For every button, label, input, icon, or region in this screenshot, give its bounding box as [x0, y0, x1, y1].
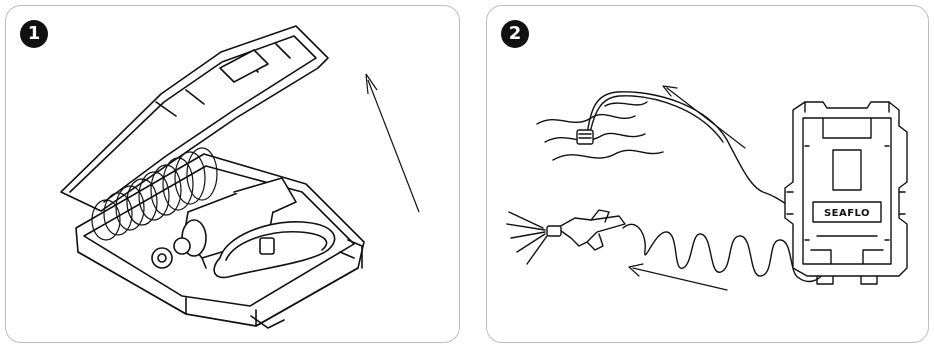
case-brand-label: SEAFLO [824, 208, 870, 219]
step-2-panel: 2 [486, 5, 929, 343]
step-1-panel: 1 [5, 5, 460, 343]
open-case-illustration [6, 6, 461, 344]
hose-deploy-illustration: SEAFLO [487, 6, 930, 344]
